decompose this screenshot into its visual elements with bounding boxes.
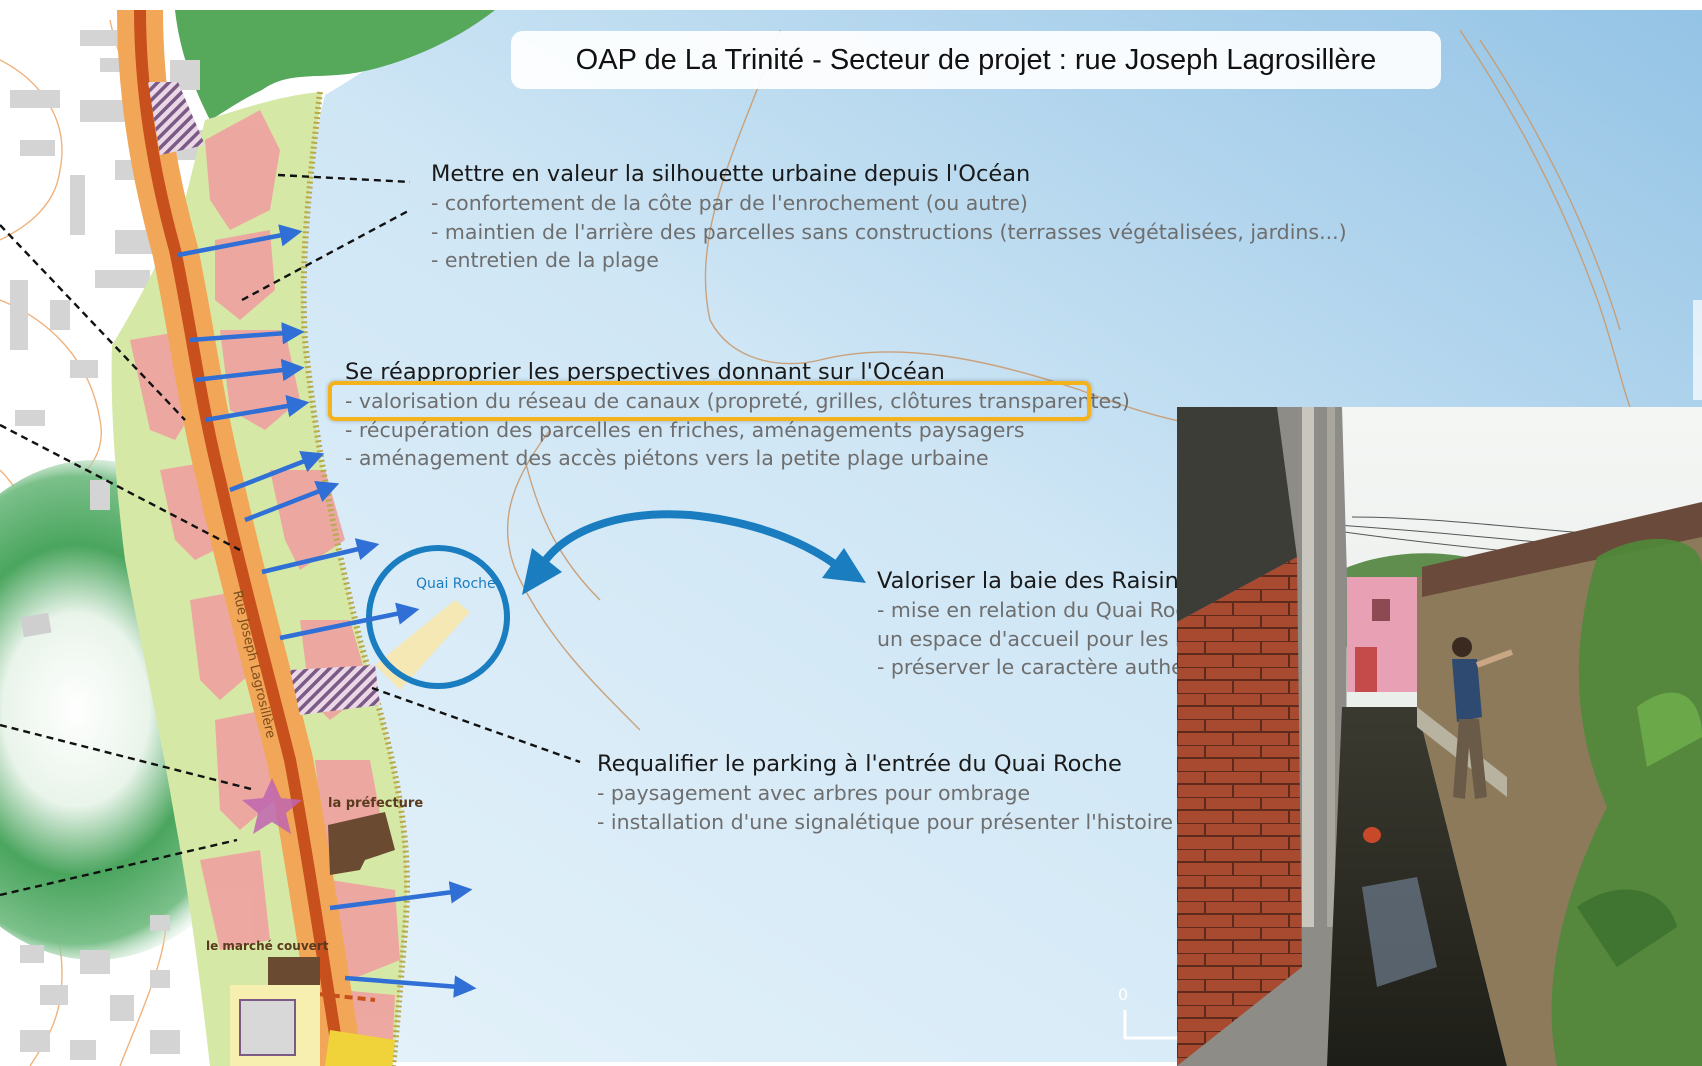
forest-building xyxy=(20,612,52,638)
block-item: - paysagement avec arbres pour ombrage xyxy=(597,781,1031,805)
block-item: - mise en relation du Quai Roch xyxy=(877,598,1200,622)
monument-star-icon xyxy=(242,778,302,834)
block-item: - installation d'une signalétique pour p… xyxy=(597,809,1206,834)
prefecture-label: la préfecture xyxy=(328,796,424,811)
photo-brick-wall xyxy=(1177,557,1302,1066)
right-edge-strip xyxy=(1693,300,1702,400)
double-arrow-head-right xyxy=(822,548,866,583)
scale-zero-label: 0 xyxy=(1118,985,1129,1004)
canal-photo xyxy=(1177,407,1702,1066)
main-road xyxy=(134,9,346,1066)
yellow-hatch xyxy=(325,1030,395,1066)
photo-vegetation xyxy=(1551,538,1702,1066)
text-block-perspectives: Se réapproprier les perspectives donnant… xyxy=(345,358,1130,473)
title-box: OAP de La Trinité - Secteur de projet : … xyxy=(511,31,1441,89)
marche-label: le marché couvert xyxy=(206,939,329,953)
block-item: un espace d'accueil pour les ka xyxy=(877,626,1200,651)
photo-house-window xyxy=(1372,599,1390,621)
page-title: OAP de La Trinité - Secteur de projet : … xyxy=(575,44,1377,76)
text-block-parking: Requalifier le parking à l'entrée du Qua… xyxy=(597,750,1205,836)
scale-bar xyxy=(1123,1010,1180,1040)
double-arrow-curve xyxy=(534,510,843,574)
photo-left-wall-top xyxy=(1177,407,1297,622)
block-item: - préserver le caractère authen xyxy=(877,655,1197,679)
photo-water xyxy=(1362,877,1437,987)
block-heading: Valoriser la baie des Raisinie xyxy=(877,568,1199,594)
block-heading: Requalifier le parking à l'entrée du Qua… xyxy=(597,751,1122,777)
quai-roche-circle xyxy=(366,545,510,689)
photo-pipe2 xyxy=(1327,407,1335,927)
photo-right-roof xyxy=(1422,502,1702,597)
bottom-plaza-bldg xyxy=(239,999,296,1056)
sea-contours xyxy=(506,29,1631,731)
quai-roche-label: Quai Roche xyxy=(416,576,496,592)
block-item: - confortement de la côte par de l'enroc… xyxy=(431,191,1028,215)
pink-buildings xyxy=(130,110,400,1060)
photo-house-door xyxy=(1355,647,1377,692)
prefecture-building xyxy=(328,812,395,875)
highlight-box xyxy=(328,381,1091,421)
block-item: - récupération des parcelles en friches,… xyxy=(345,417,1025,442)
block-heading: Se réapproprier les perspectives donnant… xyxy=(345,359,945,385)
hatched-zone-parking xyxy=(290,665,380,715)
text-block-baie: Valoriser la baie des Raisinie - mise en… xyxy=(877,567,1200,682)
block-item: - entretien de la plage xyxy=(431,248,659,272)
leader-lines xyxy=(0,173,581,897)
bottom-white-band xyxy=(0,1062,1702,1066)
top-white-band xyxy=(0,0,1702,10)
market-building xyxy=(268,957,320,985)
text-block-silhouette: Mettre en valeur la silhouette urbaine d… xyxy=(431,160,1347,275)
double-arrow-head-left xyxy=(522,548,562,595)
photo-pipe xyxy=(1302,407,1314,927)
view-arrows xyxy=(177,224,477,998)
block-item: - aménagement des accès piétons vers la … xyxy=(345,446,989,470)
block-item: - valorisation du réseau de canaux (prop… xyxy=(345,389,1130,413)
quai-roche-pier xyxy=(375,600,470,690)
photo-ball xyxy=(1363,827,1381,843)
top-hill xyxy=(175,10,495,120)
block-item: - maintien de l'arrière des parcelles sa… xyxy=(431,219,1347,244)
block-heading: Mettre en valeur la silhouette urbaine d… xyxy=(431,161,1031,187)
photo-person xyxy=(1452,637,1514,799)
hatched-zone-top xyxy=(148,82,205,155)
